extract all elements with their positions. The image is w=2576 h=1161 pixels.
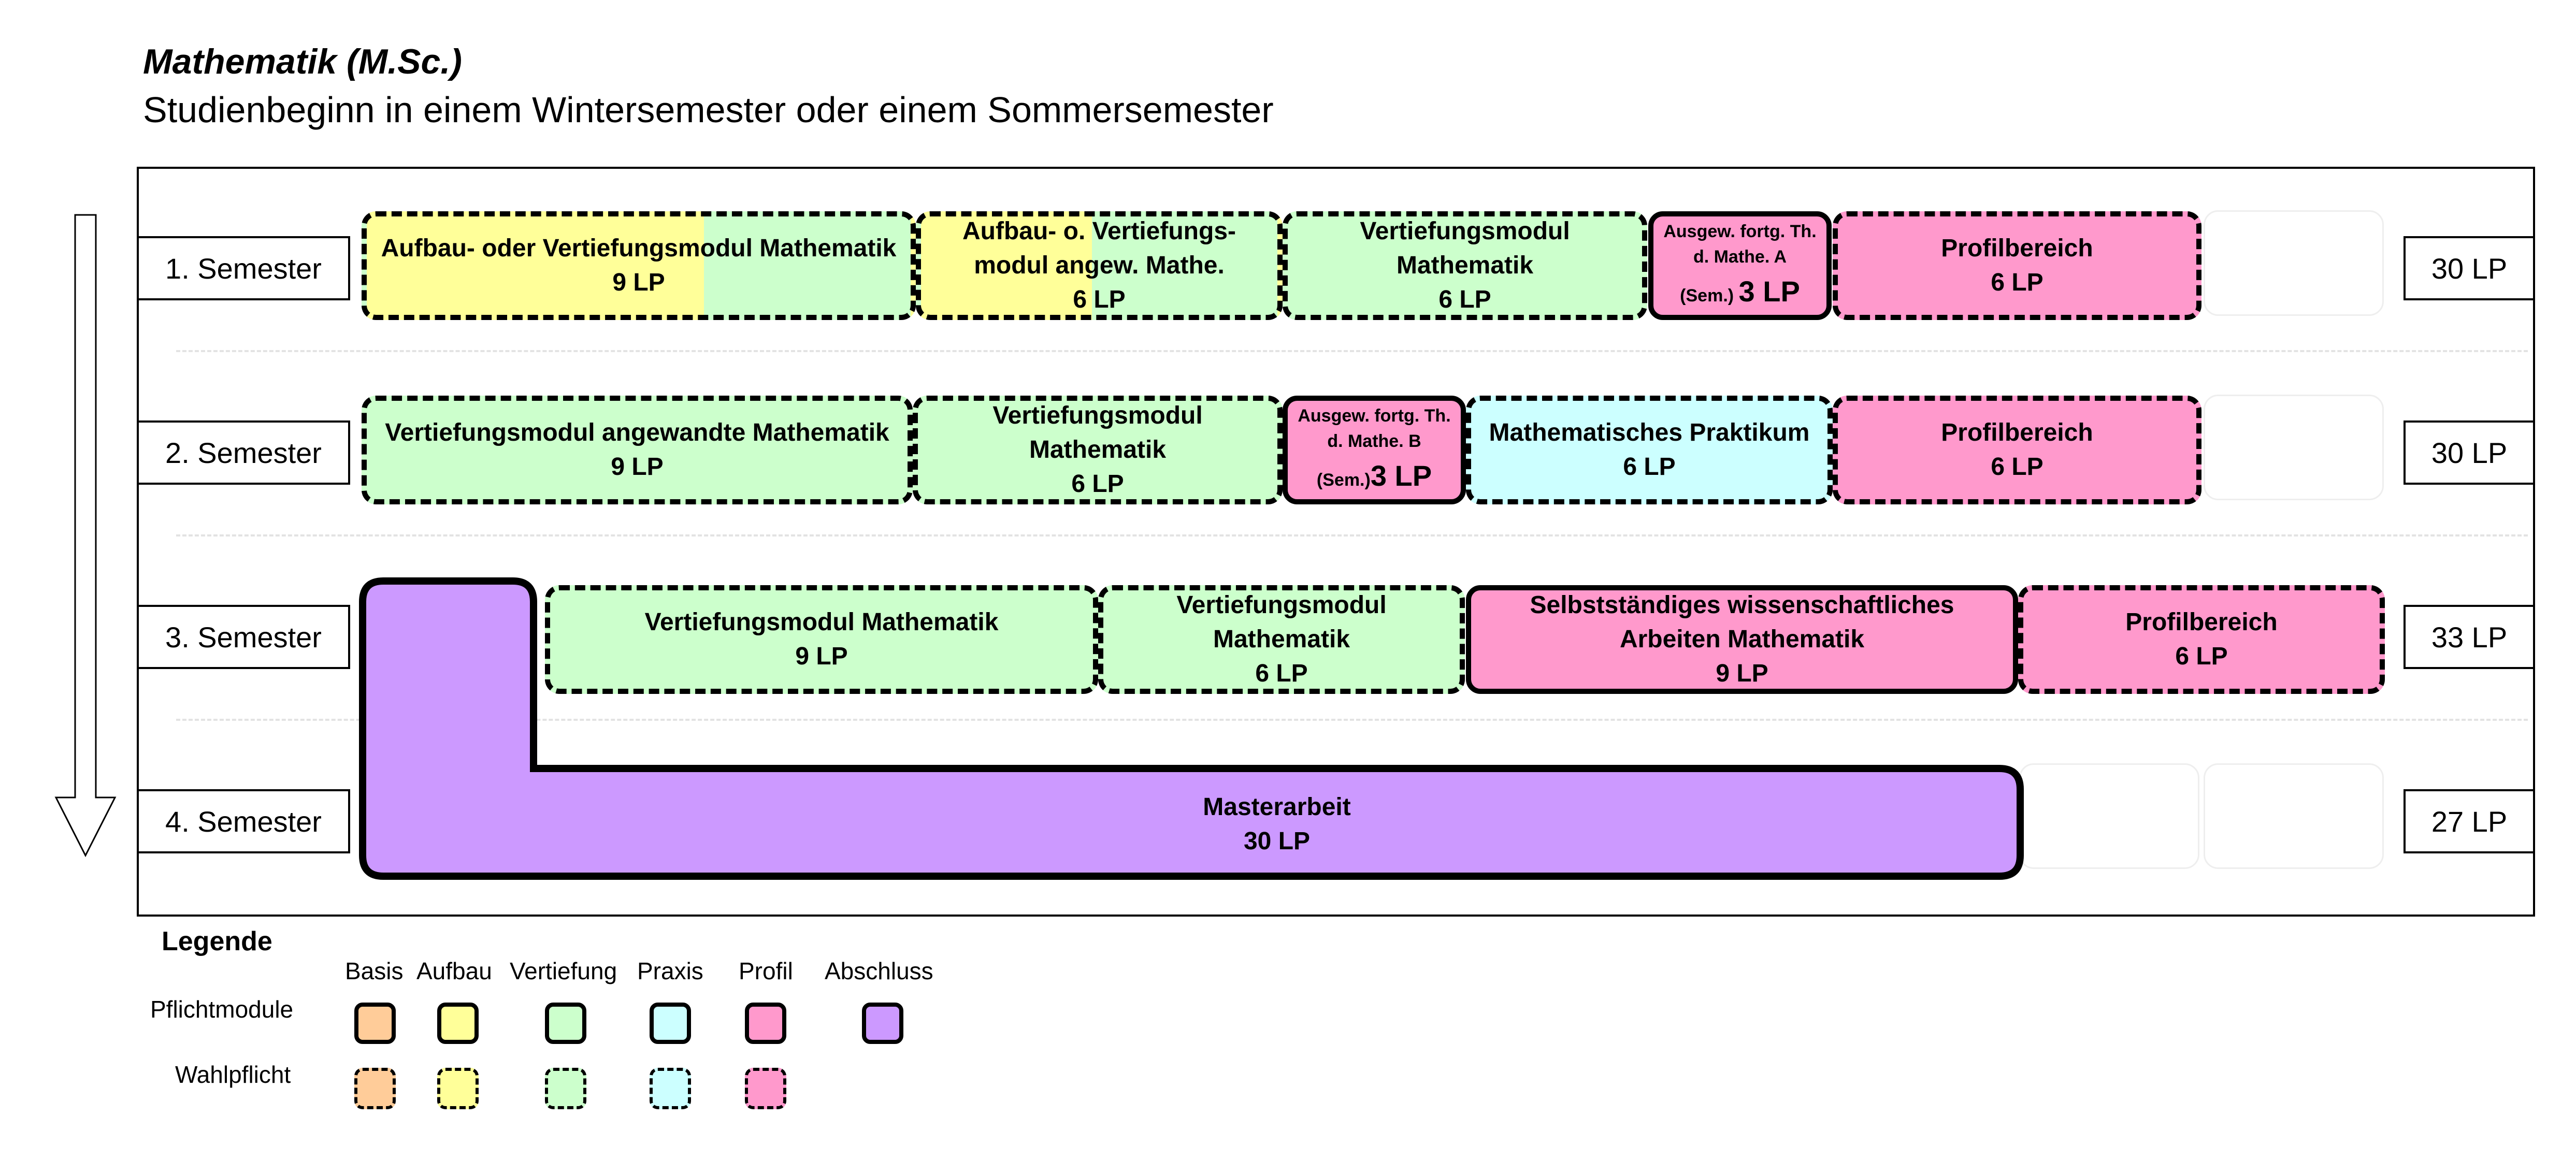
empty-slot <box>2204 763 2384 869</box>
legend-col-praxis: Praxis <box>637 957 703 984</box>
module-name: Mathematisches Praktikum <box>1489 418 1810 446</box>
module-lp: 9 LP <box>611 453 664 481</box>
legend-row-wahlpflicht: Wahlpflicht <box>175 1061 291 1088</box>
module-lp: 6 LP <box>1991 453 2043 481</box>
module-vertiefung-mathematik: Vertiefungsmodul Mathematik 6 LP <box>913 396 1283 504</box>
module-selbststaendiges-arbeiten: Selbstständiges wissenschaftliches Arbei… <box>1466 585 2018 694</box>
module-lp: 3 LP <box>1738 274 1800 308</box>
module-lp: 9 LP <box>1716 660 1768 688</box>
legend-swatch-profil-wahlpflicht <box>745 1068 786 1109</box>
module-lp: 3 LP <box>1370 459 1432 492</box>
empty-slot <box>2204 210 2384 316</box>
module-vertiefung-mathematik: Vertiefungsmodul Mathematik 6 LP <box>1283 211 1647 320</box>
semester-label-3: 3. Semester <box>137 605 350 669</box>
module-aufbau-vertiefung-mathematik: Aufbau- oder Vertiefungsmodul Mathematik… <box>362 211 916 320</box>
legend-swatch-profil-pflicht <box>745 1003 786 1044</box>
module-name: Vertiefungsmodul Mathematik <box>1176 591 1387 653</box>
module-name: Vertiefungsmodul Mathematik <box>992 401 1203 463</box>
module-name-line1: Ausgew. fortg. Th. <box>1298 406 1451 426</box>
module-sem: (Sem.) <box>1316 470 1371 490</box>
module-lp: 6 LP <box>1255 660 1308 688</box>
empty-slot <box>2019 763 2199 869</box>
module-lp: 9 LP <box>612 269 665 296</box>
row-separator <box>176 534 2528 536</box>
semester-label-4: 4. Semester <box>137 789 350 853</box>
module-profilbereich: Profilbereich 6 LP <box>1833 211 2201 320</box>
legend-swatch-basis-wahlpflicht <box>354 1068 396 1109</box>
curriculum-frame <box>137 167 2535 917</box>
module-ausgew-fortg-th-a: Ausgew. fortg. Th. d. Mathe. A (Sem.) 3 … <box>1648 211 1832 320</box>
module-vertiefung-angewandte-mathematik: Vertiefungsmodul angewandte Mathematik 9… <box>362 396 913 504</box>
module-lp: 6 LP <box>1071 470 1124 498</box>
legend-title: Legende <box>162 926 272 956</box>
page-subtitle: Studienbeginn in einem Wintersemester od… <box>143 90 1274 130</box>
semester-label-1: 1. Semester <box>137 236 350 300</box>
legend-col-aufbau: Aufbau <box>416 957 492 984</box>
semester-lp-1: 30 LP <box>2404 236 2535 300</box>
page-title: Mathematik (M.Sc.) <box>143 42 462 81</box>
legend-col-vertiefung: Vertiefung <box>510 957 617 984</box>
legend-col-abschluss: Abschluss <box>825 957 933 984</box>
legend-swatch-abschluss-pflicht <box>862 1003 903 1044</box>
module-name: Selbstständiges wissenschaftliches Arbei… <box>1530 591 1954 653</box>
module-lp: 30 LP <box>1243 828 1311 855</box>
row-separator <box>176 350 2528 352</box>
module-name: Vertiefungsmodul angewandte Mathematik <box>385 418 889 446</box>
module-masterarbeit-label: Masterarbeit 30 LP <box>539 773 2015 876</box>
semester-label-2: 2. Semester <box>137 420 350 485</box>
legend-col-basis: Basis <box>345 957 404 984</box>
module-profilbereich: Profilbereich 6 LP <box>1833 396 2201 504</box>
module-lp: 6 LP <box>1073 286 1126 314</box>
module-aufbau-vertiefung-angew-mathe: Aufbau- o. Vertiefungs-modul angew. Math… <box>916 211 1283 320</box>
module-name: Masterarbeit <box>1203 793 1351 821</box>
semester-lp-2: 30 LP <box>2404 420 2535 485</box>
legend-swatch-vertiefung-pflicht <box>545 1003 586 1044</box>
legend-row-pflicht: Pflichtmodule <box>150 996 294 1023</box>
module-name: Profilbereich <box>1941 234 2093 262</box>
module-name: Profilbereich <box>1941 418 2093 446</box>
module-name: Aufbau- oder Vertiefungsmodul Mathematik <box>381 234 897 262</box>
legend-swatch-vertiefung-wahlpflicht <box>545 1068 586 1109</box>
module-lp: 6 LP <box>1623 453 1676 481</box>
module-vertiefung-mathematik: Vertiefungsmodul Mathematik 9 LP <box>545 585 1098 694</box>
module-lp: 9 LP <box>795 643 848 670</box>
legend-swatch-aufbau-wahlpflicht <box>437 1068 479 1109</box>
timeline-arrow-icon <box>54 214 117 858</box>
module-ausgew-fortg-th-b: Ausgew. fortg. Th. d. Mathe. B (Sem.)3 L… <box>1283 396 1466 504</box>
module-vertiefung-mathematik: Vertiefungsmodul Mathematik 6 LP <box>1098 585 1465 694</box>
module-lp: 6 LP <box>1991 269 2043 296</box>
legend-swatch-basis-pflicht <box>354 1003 396 1044</box>
module-name: Vertiefungsmodul Mathematik <box>1360 217 1570 279</box>
module-masterarbeit <box>359 577 2024 880</box>
module-mathematisches-praktikum: Mathematisches Praktikum 6 LP <box>1466 396 1833 504</box>
semester-lp-3: 33 LP <box>2404 605 2535 669</box>
module-name-line2: d. Mathe. A <box>1693 247 1787 267</box>
empty-slot <box>2204 395 2384 500</box>
module-name: Vertiefungsmodul Mathematik <box>644 608 999 636</box>
module-name-line2: d. Mathe. B <box>1327 431 1421 452</box>
module-sem: (Sem.) <box>1680 285 1734 306</box>
legend-swatch-aufbau-pflicht <box>437 1003 479 1044</box>
legend-col-profil: Profil <box>739 957 793 984</box>
semester-lp-4: 27 LP <box>2404 789 2535 853</box>
module-name: Aufbau- o. Vertiefungs-modul angew. Math… <box>962 217 1236 279</box>
legend-swatch-praxis-pflicht <box>650 1003 691 1044</box>
module-lp: 6 LP <box>2175 643 2228 670</box>
module-name: Profilbereich <box>2125 608 2278 636</box>
module-profilbereich: Profilbereich 6 LP <box>2018 585 2385 694</box>
row-separator <box>176 719 2528 721</box>
module-name-line1: Ausgew. fortg. Th. <box>1663 222 1817 242</box>
legend-swatch-praxis-wahlpflicht <box>650 1068 691 1109</box>
module-lp: 6 LP <box>1438 286 1491 314</box>
